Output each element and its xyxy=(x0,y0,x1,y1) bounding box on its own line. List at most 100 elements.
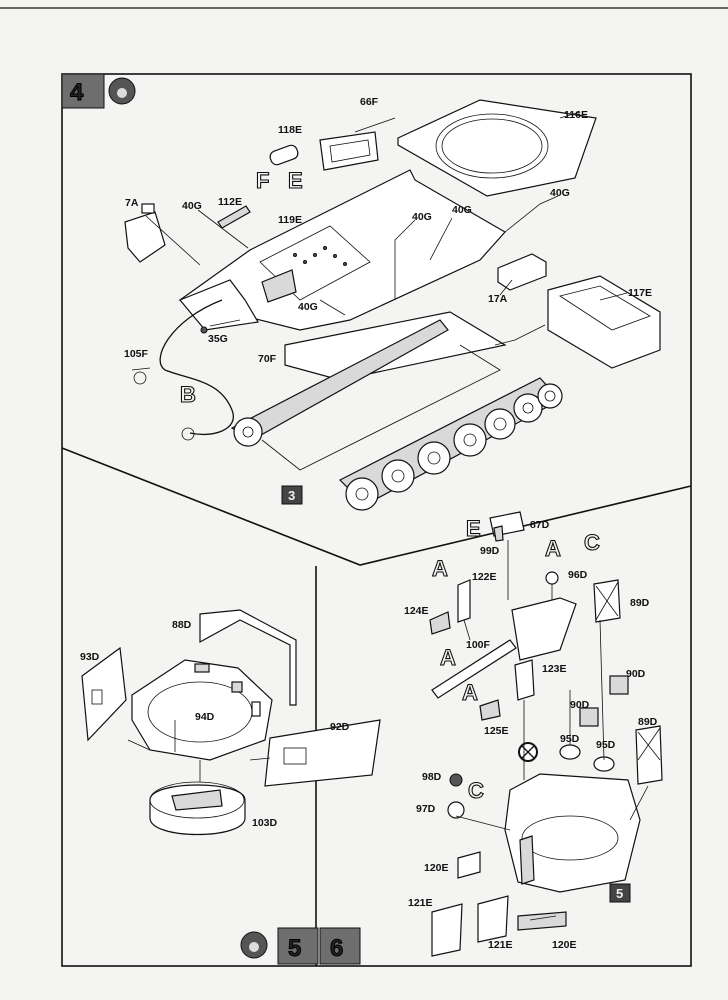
label-95D-right: 95D xyxy=(596,739,616,751)
callout-E-step6: E xyxy=(466,516,481,541)
callout-E-step4: E xyxy=(288,168,303,193)
label-89D-lower: 89D xyxy=(638,716,658,728)
label-66F: 66F xyxy=(360,96,379,108)
step-6-assembly: 87D 99D 96D 122E 89D 124E 100F 123E 90D … xyxy=(404,511,663,957)
paint-drop-icon xyxy=(117,88,127,98)
callout-C-turret: C xyxy=(584,530,600,555)
part-122E xyxy=(457,579,471,623)
callout-A-mantlet: A xyxy=(432,556,448,581)
step-ref-badge-number: 3 xyxy=(288,488,295,503)
label-98D: 98D xyxy=(422,771,442,783)
label-125E: 125E xyxy=(484,725,509,737)
label-87D: 87D xyxy=(530,519,550,531)
step-ref-badge xyxy=(281,485,303,505)
label-7A: 7A xyxy=(125,197,139,209)
part-121E-right xyxy=(477,895,509,943)
paint-drop-icon-bottom xyxy=(249,942,259,952)
label-121E-left: 121E xyxy=(408,897,433,909)
label-123E: 123E xyxy=(542,663,567,675)
callout-A-turret: A xyxy=(545,536,561,561)
part-92D xyxy=(264,719,381,787)
label-35G: 35G xyxy=(208,333,228,345)
step-ref-badge-6 xyxy=(609,883,631,903)
step-ref-badge-6-number: 5 xyxy=(616,886,623,901)
section-divider-upper xyxy=(61,447,692,566)
callout-B: B xyxy=(180,382,196,407)
part-120E-lower xyxy=(517,911,567,931)
label-95D-left: 95D xyxy=(560,733,580,745)
callout-A-lower: A xyxy=(462,680,478,705)
step-4-assembly: 3 66F 116E 118E 40G 7A 40G 112E 119E 40G… xyxy=(124,96,661,511)
step-frame xyxy=(61,73,692,967)
step-6-number: 6 xyxy=(330,935,343,962)
label-119E: 119E xyxy=(278,214,302,226)
label-17A: 17A xyxy=(488,293,508,305)
label-40G-left: 40G xyxy=(182,200,202,212)
label-89D-upper: 89D xyxy=(630,597,650,609)
label-122E: 122E xyxy=(472,571,497,583)
label-70F: 70F xyxy=(258,353,277,365)
step-4-number: 4 xyxy=(70,79,84,106)
label-94D: 94D xyxy=(195,711,215,723)
label-88D: 88D xyxy=(172,619,192,631)
part-124E xyxy=(429,611,451,635)
label-120E-lower: 120E xyxy=(552,939,577,951)
label-124E: 124E xyxy=(404,605,429,617)
part-97D xyxy=(447,801,465,819)
callout-C-lower: C xyxy=(468,778,484,803)
label-40G-right: 40G xyxy=(550,187,570,199)
hull-upper xyxy=(178,169,506,331)
step-5-6-badge: 5 6 xyxy=(240,927,361,965)
step-5-assembly: 88D 93D 94D 92D 103D xyxy=(80,609,381,836)
part-90D-upper xyxy=(609,675,629,695)
part-89D-rack xyxy=(635,725,663,785)
part-121E-left xyxy=(431,903,463,957)
label-105F: 105F xyxy=(124,348,149,360)
step-5-number: 5 xyxy=(288,935,301,962)
label-97D: 97D xyxy=(416,803,436,815)
part-93D xyxy=(81,646,127,742)
part-120E-upper xyxy=(457,851,481,879)
part-118E xyxy=(269,144,299,166)
tow-cable-105F xyxy=(159,299,235,436)
label-100F: 100F xyxy=(466,639,491,651)
label-118E: 118E xyxy=(278,124,302,136)
part-94D-turret-floor xyxy=(131,659,273,761)
label-120E-upper: 120E xyxy=(424,862,449,874)
part-66F xyxy=(319,131,379,171)
part-17A xyxy=(497,253,547,291)
label-96D: 96D xyxy=(568,569,588,581)
turret-basket xyxy=(504,773,641,893)
label-117E: 117E xyxy=(628,287,652,299)
label-93D: 93D xyxy=(80,651,100,663)
prohibited-icon xyxy=(518,742,538,762)
label-92D: 92D xyxy=(330,721,350,733)
label-40G-lower: 40G xyxy=(298,301,318,313)
part-98D xyxy=(449,773,463,787)
part-7A xyxy=(124,211,166,263)
callout-A-barrel: A xyxy=(440,645,456,670)
label-121E-right: 121E xyxy=(488,939,513,951)
part-112E xyxy=(217,205,251,229)
label-90D-lower: 90D xyxy=(570,699,590,711)
part-90D-lower xyxy=(579,707,599,727)
label-40G-center: 40G xyxy=(412,211,432,223)
part-125E xyxy=(479,699,501,721)
label-116E: 116E xyxy=(564,109,588,121)
road-wheels xyxy=(345,383,563,511)
label-112E: 112E xyxy=(218,196,242,208)
gun-breech xyxy=(511,597,577,661)
label-103D: 103D xyxy=(252,817,278,829)
part-116E-plate xyxy=(397,99,597,197)
part-117E xyxy=(547,275,661,369)
gun-barrel-100F xyxy=(431,639,517,699)
label-40G-mid: 40G xyxy=(452,204,472,216)
part-95D-left xyxy=(559,744,581,760)
part-123E xyxy=(514,659,535,701)
step-4-badge: 4 xyxy=(61,73,136,109)
callout-F: F xyxy=(256,168,269,193)
label-90D-upper: 90D xyxy=(626,668,646,680)
part-88D xyxy=(199,609,297,706)
label-99D: 99D xyxy=(480,545,500,557)
